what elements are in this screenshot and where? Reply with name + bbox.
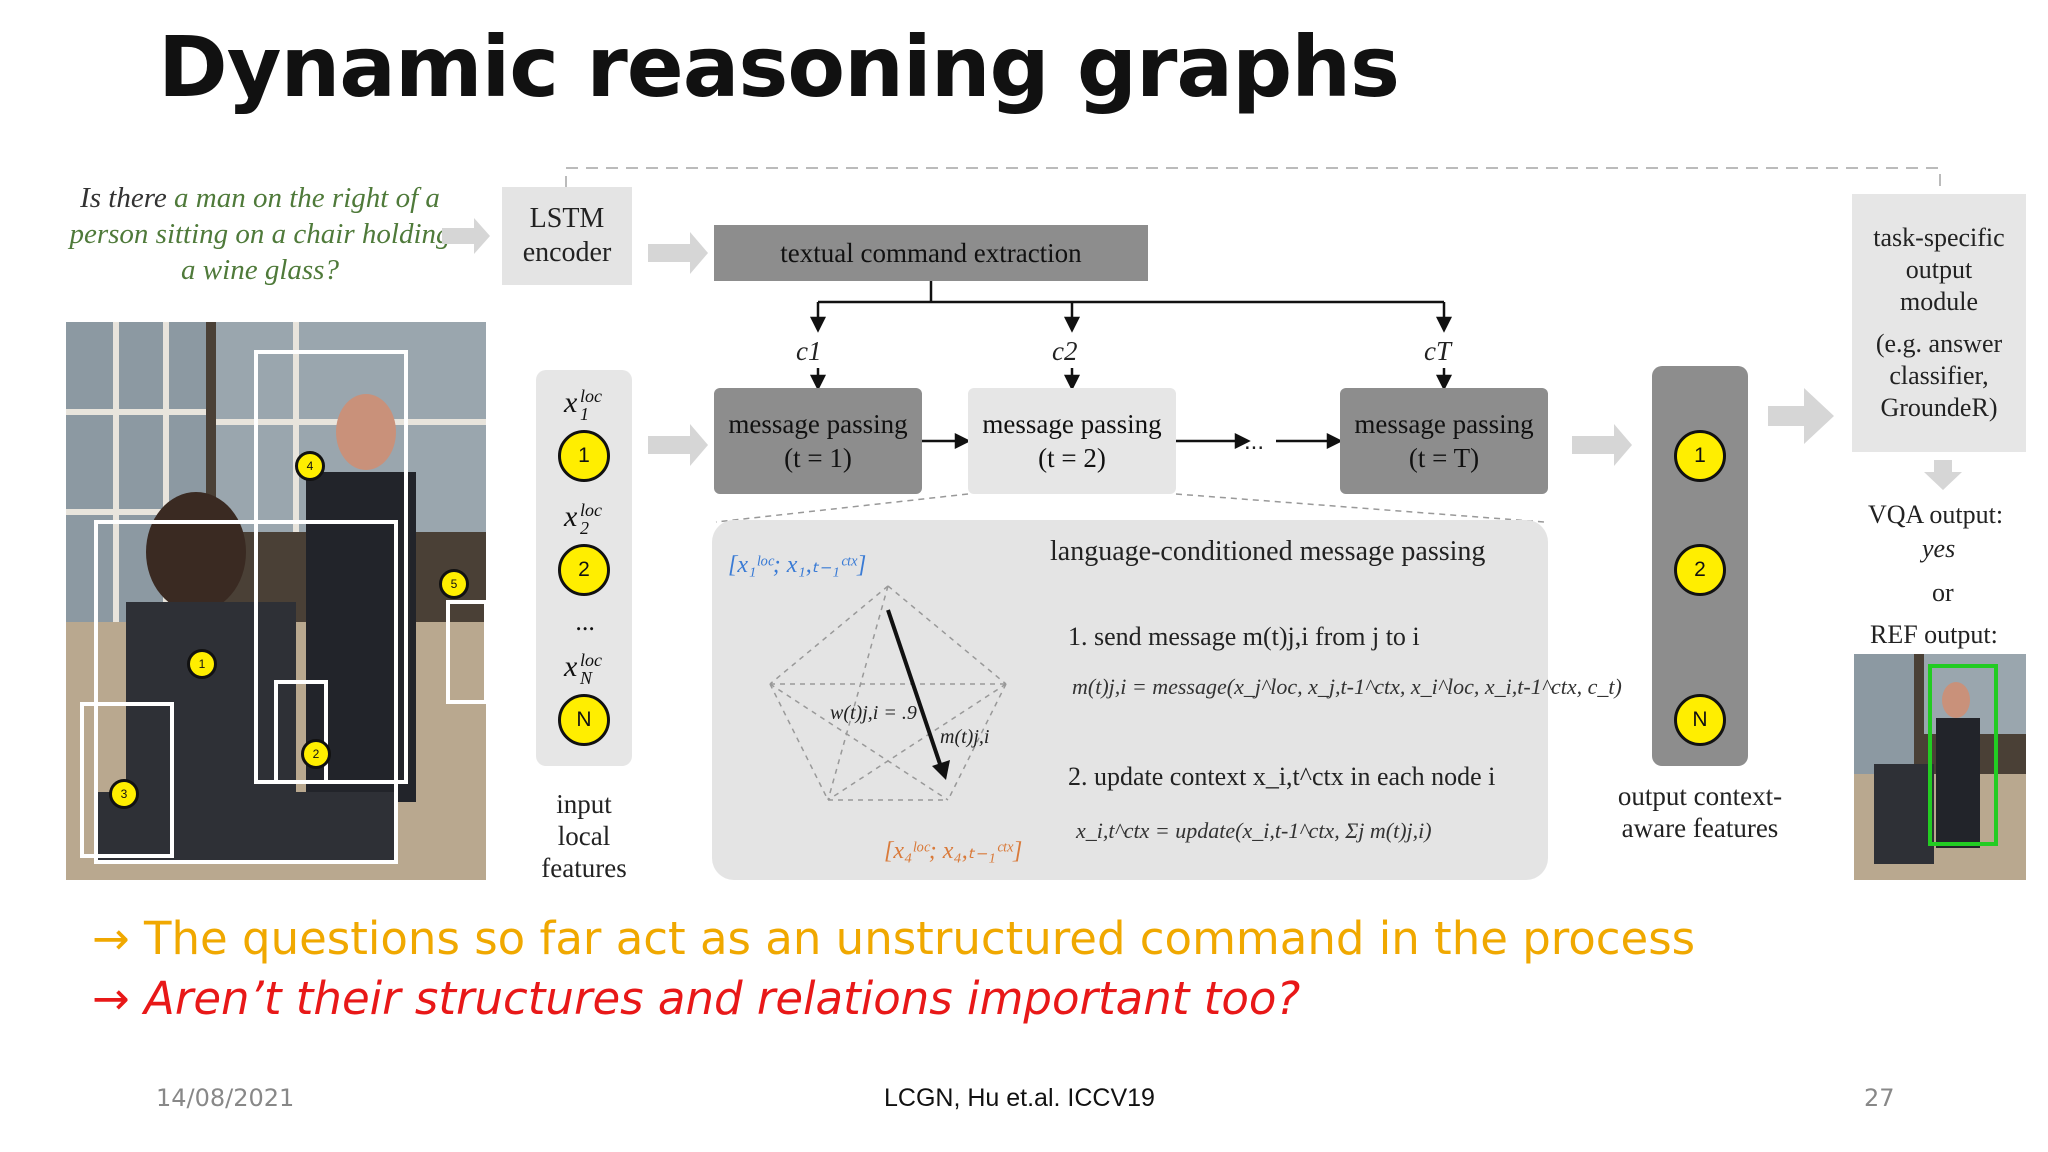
bullet-1: → The questions so far act as an unstruc… (92, 912, 1695, 965)
edge-message: m(t)j,i (940, 726, 990, 748)
arrow-mp-output (1572, 424, 1632, 466)
arrow-question-lstm (442, 218, 490, 254)
edge-weight: w(t)j,i = .9 (830, 702, 917, 724)
or-label: or (1932, 578, 1954, 607)
photo-label-1: 1 (187, 649, 217, 679)
output-node-1: 1 (1674, 430, 1726, 482)
mp-label-1: message passing (728, 409, 908, 439)
question-text: Is there a man on the right of a person … (60, 180, 460, 288)
command-cT: cT (1424, 336, 1451, 366)
mp-ellipsis: ... (1244, 428, 1265, 455)
vqa-output-label: VQA output: (1868, 500, 2004, 529)
message-passing-step-2: message passing (t = 2) (968, 388, 1176, 494)
bullet-2: → Aren’t their structures and relations … (92, 972, 1300, 1025)
output-node-N: N (1674, 694, 1726, 746)
command-c2: c2 (1052, 336, 1078, 366)
output-node-2: 2 (1674, 544, 1726, 596)
footer-page-number: 27 (1864, 1084, 1895, 1112)
ref-output-photo (1854, 654, 2026, 880)
slide-title: Dynamic reasoning graphs (158, 18, 1400, 116)
bullet-2-text: Aren’t their structures and relations im… (144, 972, 1301, 1025)
input-node-1: 1 (558, 430, 610, 482)
panel-step-1: 1. send message m(t)j,i from j to i (1068, 622, 1420, 651)
panel-title: language-conditioned message passing (1050, 536, 1486, 567)
arrow-lstm-textual (648, 232, 708, 274)
dashed-feedback-line (565, 167, 1941, 190)
panel-step-2: 2. update context x_i,t^ctx in each node… (1068, 762, 1496, 791)
footer-citation: LCGN, Hu et.al. ICCV19 (884, 1084, 1155, 1112)
output-caption: output context-aware features (1617, 781, 1783, 843)
bullet-1-text: The questions so far act as an unstructu… (144, 912, 1696, 965)
footer-date: 14/08/2021 (156, 1084, 295, 1112)
mp-label-T: message passing (1354, 409, 1534, 439)
command-tree (809, 281, 1453, 450)
photo-label-4: 4 (295, 451, 325, 481)
photo-label-5: 5 (439, 569, 469, 599)
task-output-module: task-specific output module (e.g. answer… (1852, 194, 2026, 452)
arrow-icon: → (92, 972, 130, 1025)
textual-label: textual command extraction (780, 237, 1082, 268)
vqa-output-value: yes (1922, 534, 1956, 563)
command-c1: c1 (796, 336, 822, 366)
input-node-N: N (558, 694, 610, 746)
photo-label-2: 2 (301, 739, 331, 769)
arrow-output-task (1768, 388, 1834, 444)
photo-boxes (80, 350, 486, 864)
input-node-2: 2 (558, 544, 610, 596)
message-passing-step-1: message passing (t = 1) (714, 388, 922, 494)
grounding-box (1928, 664, 1998, 846)
panel-formula-2: x_i,t^ctx = update(x_i,t-1^ctx, Σj m(t)j… (1076, 818, 1432, 843)
mp-step-T: (t = T) (1408, 443, 1480, 473)
ref-photo-illustration (1854, 654, 2026, 880)
input-caption: input local features (541, 789, 627, 883)
arrow-input-mp (648, 424, 708, 466)
block-arrows (442, 218, 1962, 490)
mp-step-2: (t = 2) (1038, 443, 1106, 473)
mp-label-2: message passing (982, 409, 1162, 439)
task-module-example: (e.g. answer classifier, GroundeR) (1875, 329, 2003, 422)
photo-label-3: 3 (109, 779, 139, 809)
question-highlight: a man on the right of a person sitting o… (69, 182, 451, 286)
panel-formula-1: m(t)j,i = message(x_j^loc, x_j,t-1^ctx, … (1072, 674, 1622, 699)
question-prefix: Is there (80, 182, 167, 214)
message-passing-step-T: message passing (t = T) (1340, 388, 1548, 494)
textual-command-box: textual command extraction (714, 225, 1148, 281)
ref-output-label: REF output: (1870, 620, 1998, 649)
lstm-label: LSTM encoder (522, 203, 612, 268)
task-module-label: task-specific output module (1873, 223, 2005, 316)
arrow-icon: → (92, 912, 130, 965)
mp-step-1: (t = 1) (784, 443, 852, 473)
lstm-encoder-box: LSTM encoder (502, 187, 632, 285)
arrow-task-vqa (1924, 460, 1962, 490)
